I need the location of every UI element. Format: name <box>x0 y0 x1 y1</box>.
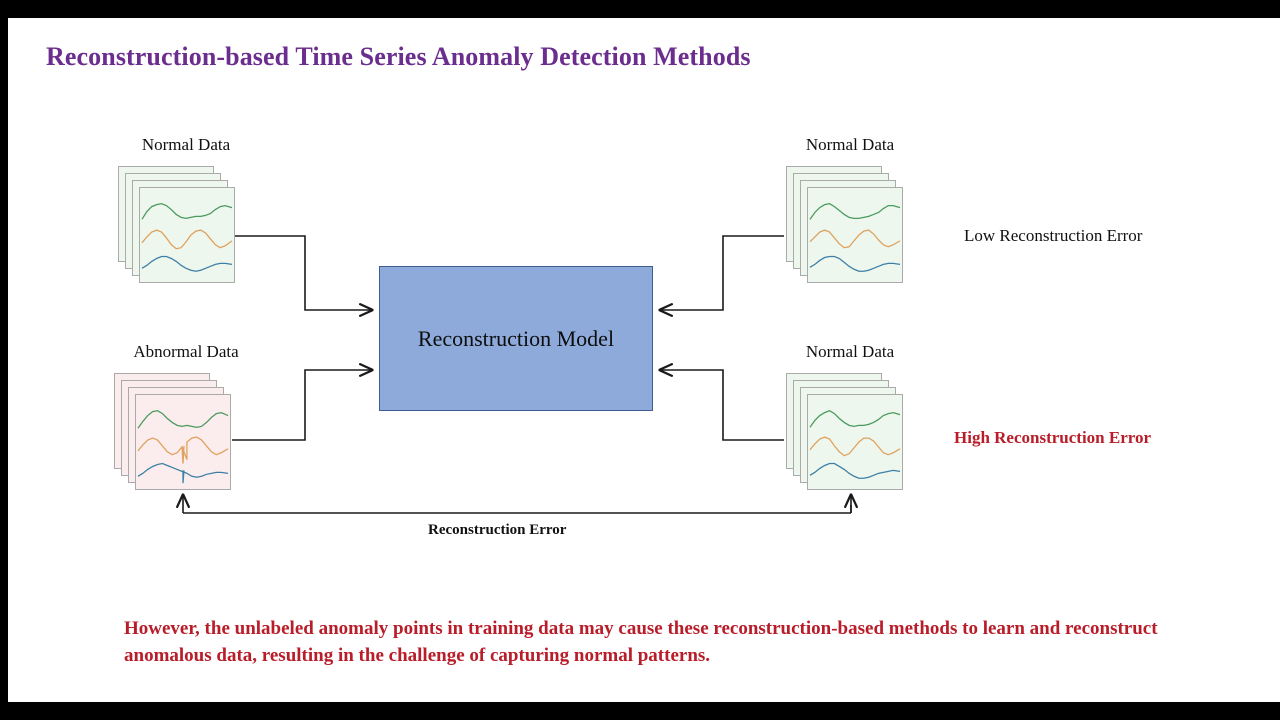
card-front <box>807 187 903 283</box>
reconstruction-model-box[interactable]: Reconstruction Model <box>379 266 653 411</box>
slide-canvas: Reconstruction-based Time Series Anomaly… <box>8 18 1280 702</box>
card-front <box>807 394 903 490</box>
timeseries-chart-icon <box>141 203 233 272</box>
timeseries-chart-icon <box>809 202 901 272</box>
stack-output-top[interactable] <box>786 166 904 284</box>
model-box-label: Reconstruction Model <box>417 325 615 351</box>
wire-output-top <box>660 235 784 310</box>
label-output-bottom: Normal Data <box>805 342 895 361</box>
wire-abnormal-input <box>232 370 372 441</box>
stack-output-bottom[interactable] <box>786 373 904 491</box>
wire-normal-input <box>232 235 372 310</box>
annotation-low-error: Low Reconstruction Error <box>964 226 1143 245</box>
feedback-label: Reconstruction Error <box>428 522 567 538</box>
card-front <box>139 187 235 283</box>
slide-caption: However, the unlabeled anomaly points in… <box>124 618 1158 666</box>
anomaly-spike <box>181 445 185 464</box>
stack-input-abnormal[interactable] <box>114 373 232 491</box>
label-input-abnormal: Abnormal Data <box>133 342 239 361</box>
card-front <box>135 394 231 490</box>
annotation-high-error: High Reconstruction Error <box>954 428 1152 447</box>
stack-input-normal[interactable] <box>118 166 236 284</box>
label-input-normal: Normal Data <box>141 135 231 154</box>
page-title: Reconstruction-based Time Series Anomaly… <box>46 42 751 71</box>
label-output-top: Normal Data <box>805 135 895 154</box>
wire-output-bottom <box>660 370 784 441</box>
timeseries-chart-icon <box>809 409 901 479</box>
anomaly-spike <box>182 470 185 484</box>
timeseries-anomaly-chart-icon <box>137 409 229 484</box>
